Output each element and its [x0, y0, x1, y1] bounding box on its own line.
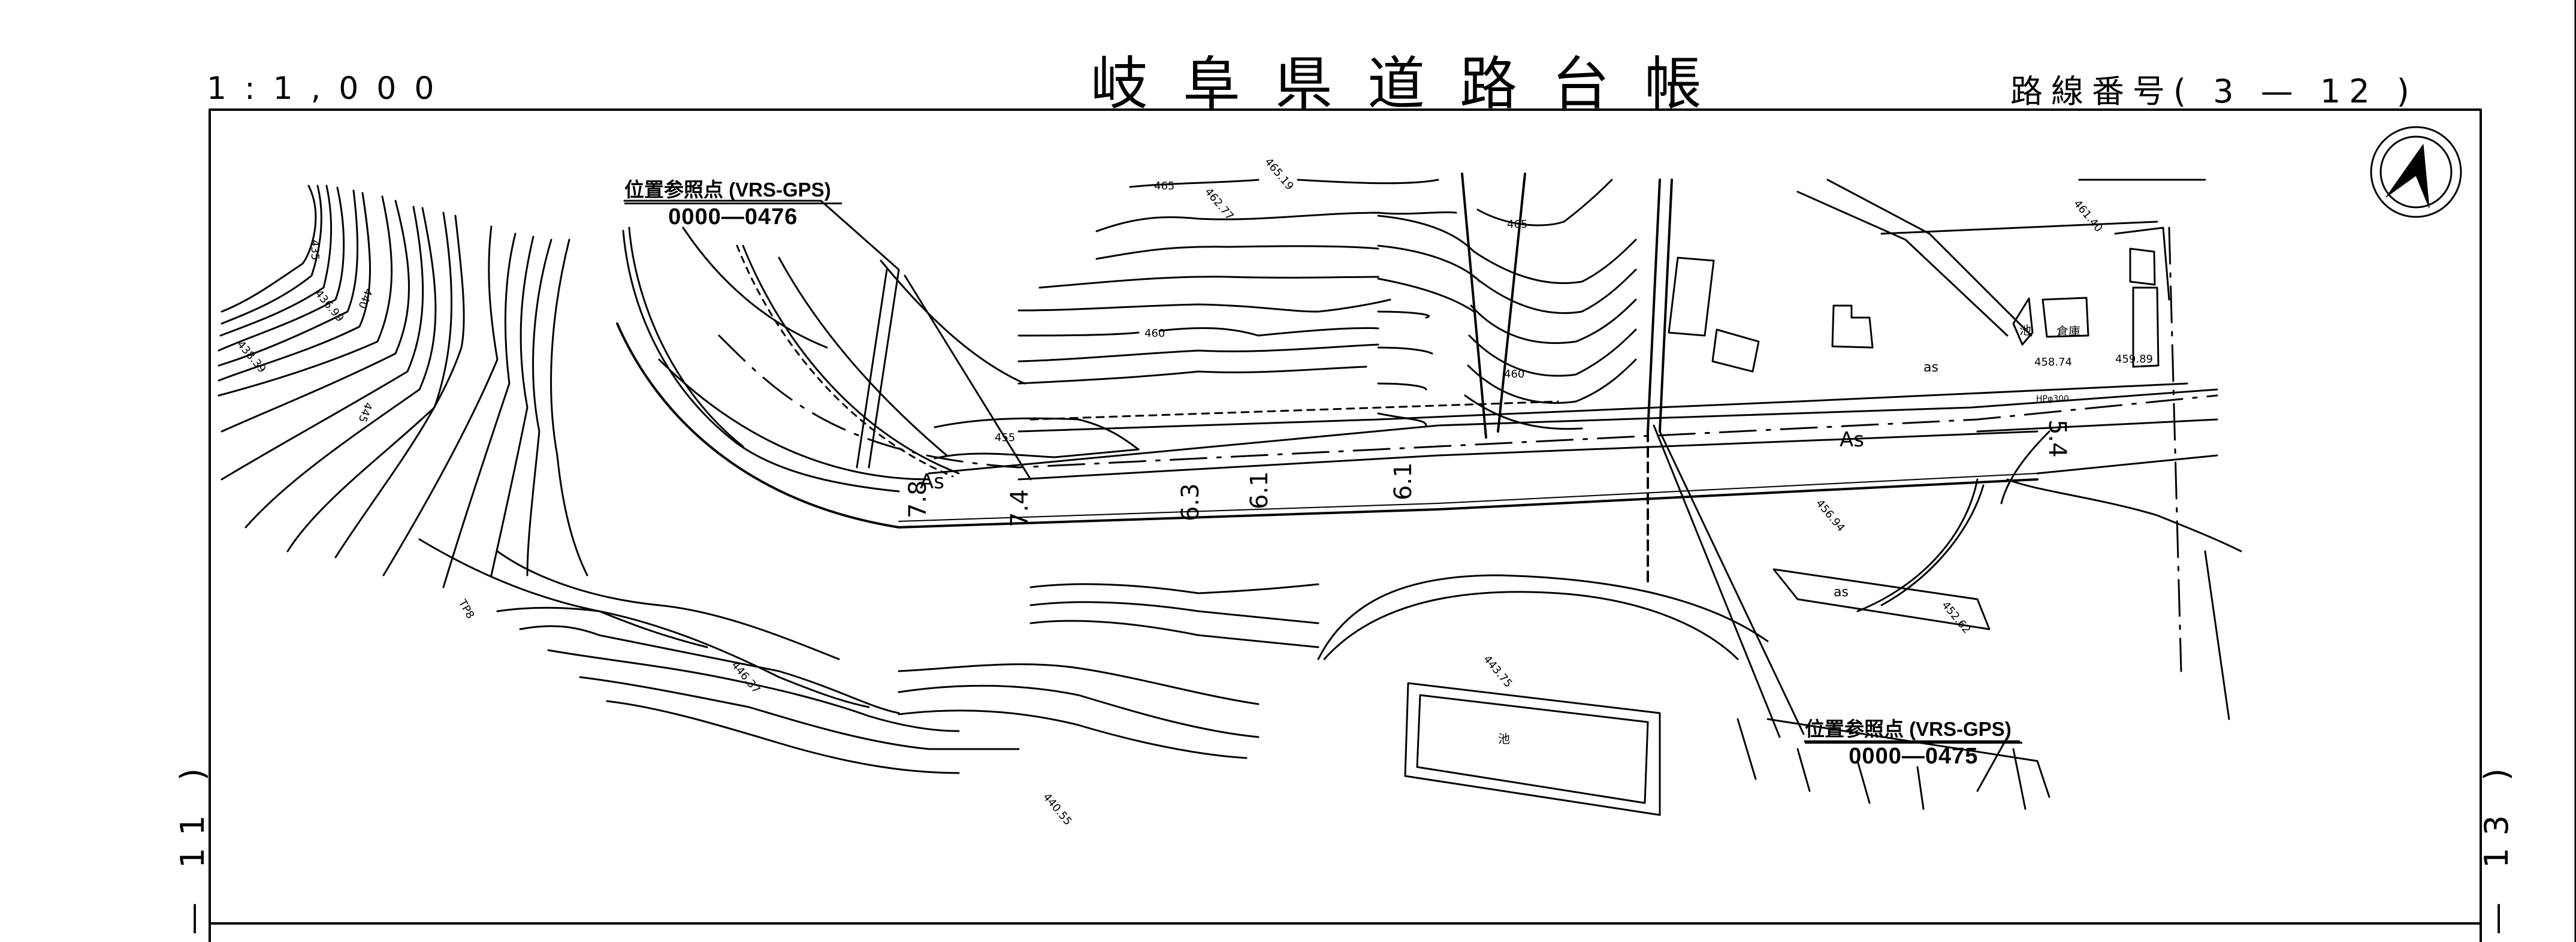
spot-elevation: 440.55	[1040, 791, 1074, 828]
reference-point-0476: 位置参照点 (VRS-GPS) 0000—0476	[624, 174, 842, 230]
scale-label: 1:1,000	[207, 71, 452, 107]
contour-label: 460	[1144, 327, 1165, 340]
contour-lines-north	[934, 179, 1457, 460]
contour-lines-central	[1377, 179, 1637, 430]
route-number: 路線番号( 3 — 12 )	[2010, 65, 2418, 112]
warehouse-label: 倉庫	[2056, 324, 2080, 339]
sheet-title: 岐阜県道路台帳	[1091, 50, 1737, 117]
pond-label: 池	[2019, 323, 2031, 337]
reference-point-code: 0000—0475	[1849, 744, 1979, 769]
contour-lines-west	[218, 185, 588, 588]
map-frame	[209, 108, 2482, 942]
contour-label: 435	[309, 240, 321, 260]
spot-elevation: 459.89	[2115, 353, 2153, 366]
pipe-label: HPφ300	[2036, 394, 2069, 404]
road-width-label: 5.4	[2043, 419, 2071, 458]
spot-elevation: 465.19	[1262, 156, 1296, 193]
main-road	[616, 322, 2218, 529]
spot-elevation: 438.39	[234, 339, 268, 376]
contour-label: 445	[356, 400, 375, 424]
route-label: 路線番号	[2010, 73, 2173, 110]
reference-point-title: 位置参照点 (VRS-GPS)	[624, 174, 842, 204]
pond-label: 池	[1498, 732, 1510, 746]
contour-label: 465	[1507, 218, 1527, 231]
route-number-value: ( 3 — 12 )	[2173, 73, 2418, 110]
ref-476-leader	[623, 200, 900, 469]
road-width-label: 6.3	[1177, 483, 1204, 521]
curved-road-embankment	[622, 227, 1032, 493]
buildings	[1404, 247, 2160, 816]
ref-475-leader	[1659, 430, 1805, 735]
reference-point-0475: 位置参照点 (VRS-GPS) 0000—0475	[1805, 713, 2022, 769]
spot-elevation: 452.62	[1939, 599, 1973, 636]
spot-elevation: 436.99	[312, 288, 346, 325]
reference-point-code: 0000—0476	[668, 204, 798, 230]
center-structures	[1461, 173, 1781, 738]
southeast-features	[1317, 478, 2242, 810]
contour-label: 440	[356, 286, 375, 310]
spot-elevation: 456.94	[1813, 497, 1847, 535]
spot-elevation: 458.74	[2034, 356, 2072, 369]
spot-elevation: 443.75	[1481, 653, 1515, 690]
spot-elevation: 462.77	[1202, 186, 1236, 223]
road-width-label: 7.8	[904, 480, 932, 518]
contour-label: 465	[1154, 180, 1174, 192]
surface-label: As	[1840, 428, 1864, 452]
road-width-label: 7.4	[1006, 489, 1034, 527]
upper-right-features	[1796, 179, 2206, 672]
road-width-label: 6.1	[1246, 471, 1273, 509]
spot-elevation: 461.40	[2071, 198, 2105, 235]
road-width-label: 6.1	[1390, 462, 1417, 500]
surface-label: as	[1923, 360, 1938, 375]
north-arrow-icon	[2370, 126, 2462, 218]
contour-label: 455	[995, 431, 1015, 444]
contour-lines-south	[418, 538, 1319, 774]
surface-label: as	[1834, 585, 1849, 600]
tp-label: TP8	[455, 597, 476, 621]
contour-label: 460	[1504, 368, 1524, 381]
reference-point-title: 位置参照点 (VRS-GPS)	[1805, 713, 2022, 744]
surface-label: As	[920, 470, 944, 494]
